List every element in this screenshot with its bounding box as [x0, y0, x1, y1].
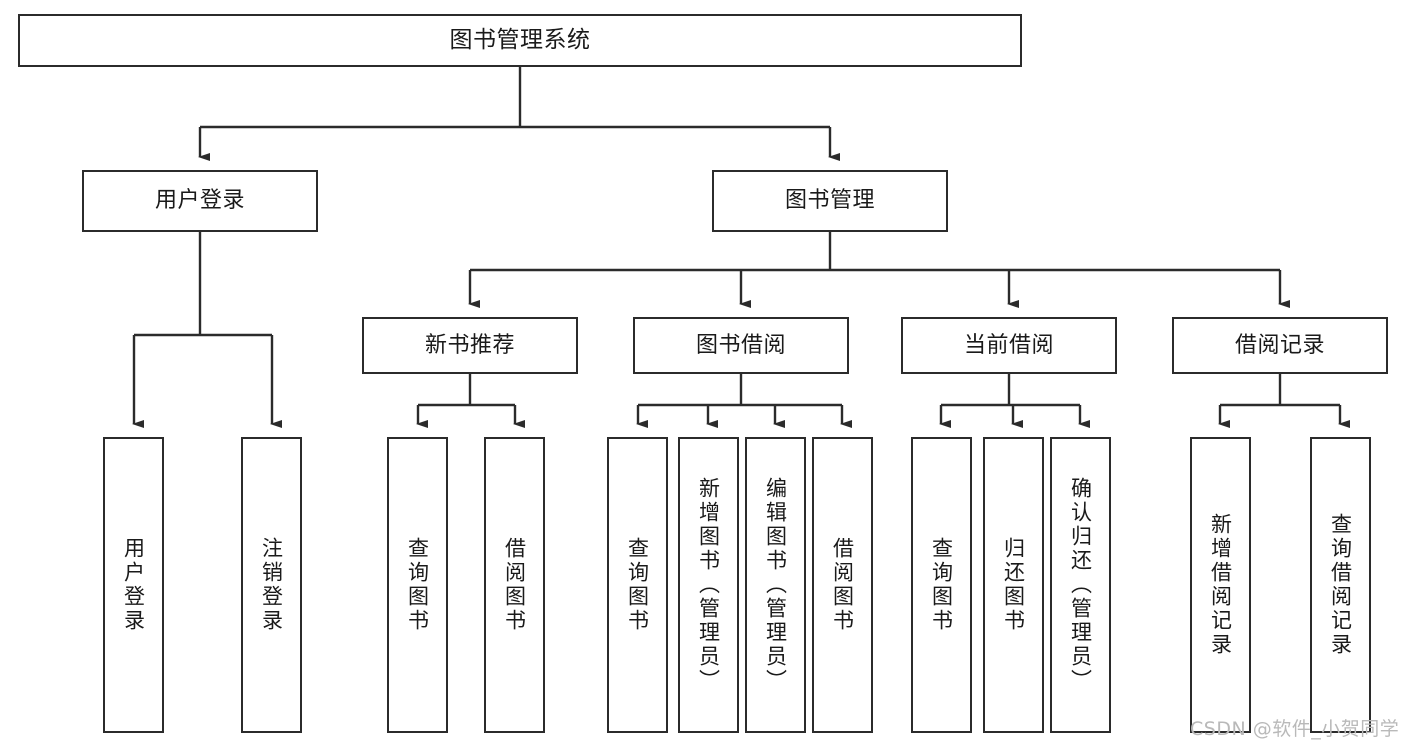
node-new-book-recommend[interactable]: 新书推荐: [362, 317, 578, 374]
node-leaf-borrow-book[interactable]: 借阅图书: [812, 437, 873, 733]
connector-lines: [132, 67, 1350, 428]
node-book-manage[interactable]: 图书管理: [712, 170, 948, 232]
node-label-leaf-query-book-cur: 查询图书: [929, 537, 954, 633]
node-label-leaf-query-book: 查询图书: [625, 537, 650, 633]
node-label-book-manage: 图书管理: [784, 188, 875, 214]
node-leaf-edit-book[interactable]: 编辑图书（管理员）: [745, 437, 806, 733]
node-label-book-borrow: 图书借阅: [695, 332, 786, 358]
node-root[interactable]: 图书管理系统: [18, 14, 1022, 67]
node-label-leaf-borrow-book: 借阅图书: [830, 537, 855, 633]
node-label-leaf-user-login: 用户登录: [121, 537, 146, 633]
node-label-user-login: 用户登录: [154, 188, 245, 214]
node-leaf-borrow-book-rec[interactable]: 借阅图书: [484, 437, 545, 733]
node-label-leaf-query-record: 查询借阅记录: [1328, 513, 1353, 657]
node-borrow-record[interactable]: 借阅记录: [1172, 317, 1388, 374]
node-label-leaf-add-record: 新增借阅记录: [1208, 513, 1233, 657]
node-label-root: 图书管理系统: [449, 26, 591, 53]
node-label-leaf-return-book: 归还图书: [1001, 537, 1026, 633]
node-book-borrow[interactable]: 图书借阅: [633, 317, 849, 374]
node-label-leaf-query-book-rec: 查询图书: [405, 537, 430, 633]
node-leaf-user-login[interactable]: 用户登录: [103, 437, 164, 733]
node-leaf-query-book[interactable]: 查询图书: [607, 437, 668, 733]
node-label-leaf-borrow-book-rec: 借阅图书: [502, 537, 527, 633]
node-user-login[interactable]: 用户登录: [82, 170, 318, 232]
node-label-new-book-recommend: 新书推荐: [424, 332, 515, 358]
node-leaf-add-book[interactable]: 新增图书（管理员）: [678, 437, 739, 733]
node-leaf-return-book[interactable]: 归还图书: [983, 437, 1044, 733]
node-label-current-borrow: 当前借阅: [963, 332, 1054, 358]
node-leaf-query-book-cur[interactable]: 查询图书: [911, 437, 972, 733]
node-leaf-confirm-return[interactable]: 确认归还（管理员）: [1050, 437, 1111, 733]
node-label-borrow-record: 借阅记录: [1234, 332, 1325, 358]
node-label-leaf-edit-book: 编辑图书（管理员）: [763, 477, 788, 693]
node-label-leaf-add-book: 新增图书（管理员）: [696, 477, 721, 693]
node-leaf-user-logout[interactable]: 注销登录: [241, 437, 302, 733]
node-label-leaf-confirm-return: 确认归还（管理员）: [1068, 477, 1093, 693]
node-current-borrow[interactable]: 当前借阅: [901, 317, 1117, 374]
node-leaf-query-record[interactable]: 查询借阅记录: [1310, 437, 1371, 733]
node-label-leaf-user-logout: 注销登录: [259, 537, 284, 633]
node-leaf-query-book-rec[interactable]: 查询图书: [387, 437, 448, 733]
node-leaf-add-record[interactable]: 新增借阅记录: [1190, 437, 1251, 733]
